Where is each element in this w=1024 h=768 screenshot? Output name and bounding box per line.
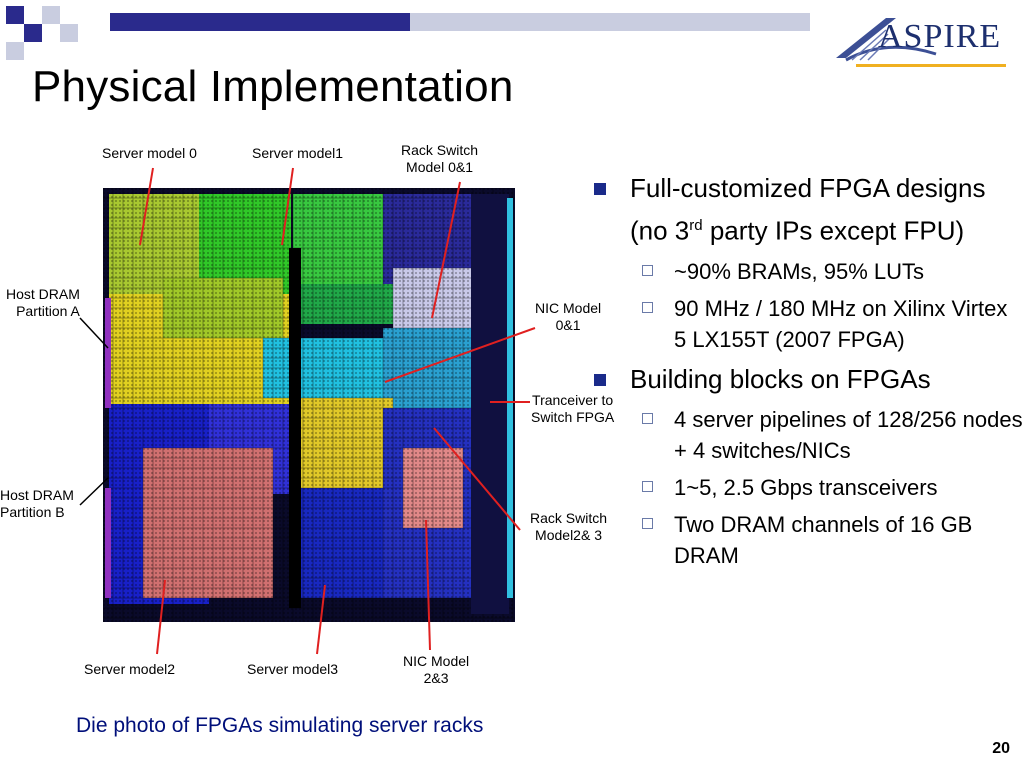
label-rack-switch-01-line1: Rack Switch — [401, 142, 479, 158]
label-nic-model-01-line1: NIC Model — [535, 300, 602, 316]
label-server-model-1: Server model1 — [252, 145, 344, 161]
sub-bullet-box-icon — [642, 412, 653, 424]
title-bar-decoration — [110, 13, 810, 31]
label-host-dram-b-line2: Partition B — [0, 504, 65, 520]
label-nic-model-23: NIC Model 2&3 — [403, 653, 469, 687]
sub-bullet-pipelines-text: 4 server pipelines of 128/256 nodes + 4 … — [674, 406, 1023, 463]
logo-text: ASPIRE — [878, 18, 1002, 55]
label-server-model-2: Server model2 — [84, 661, 176, 677]
corner-square-2 — [24, 24, 42, 42]
label-host-dram-a-line1: Host DRAM — [6, 286, 80, 302]
bullet-list: Full-customized FPGA designs (no 3rd par… — [594, 170, 1024, 577]
corner-square-3 — [42, 6, 60, 24]
sub-bullet-clock: 90 MHz / 180 MHz on Xilinx Virtex 5 LX15… — [594, 293, 1024, 355]
bullet-custom-fpga-text: Full-customized FPGA designs (no 3 — [630, 173, 986, 246]
label-nic-model-23-line1: NIC Model — [403, 653, 470, 669]
sub-bullet-brams-text: ~90% BRAMs, 95% LUTs — [674, 258, 925, 284]
sub-bullet-box-icon — [642, 301, 653, 313]
bullet-custom-fpga-sup: rd — [689, 217, 703, 234]
bullet-custom-fpga-tail: party IPs except FPU) — [702, 215, 965, 246]
label-transceiver-line2: Switch FPGA — [531, 409, 615, 425]
label-nic-model-01: NIC Model 0&1 — [535, 300, 601, 334]
label-nic-model-23-line2: 2&3 — [423, 670, 449, 686]
sub-bullet-clock-text: 90 MHz / 180 MHz on Xilinx Virtex 5 LX15… — [674, 295, 1008, 352]
fpga-die-photo — [103, 188, 515, 622]
corner-square-5 — [6, 42, 24, 60]
sub-bullet-box-icon — [642, 264, 653, 276]
sub-bullet-box-icon — [642, 517, 653, 529]
sub-bullet-dram-text: Two DRAM channels of 16 GB DRAM — [674, 511, 973, 568]
label-rack-switch-23-line1: Rack Switch — [530, 510, 608, 526]
page-number: 20 — [992, 740, 1010, 757]
label-host-dram-a-line2: Partition A — [16, 303, 80, 319]
label-transceiver-line1: Tranceiver to — [532, 392, 614, 408]
label-nic-model-01-line2: 0&1 — [555, 317, 581, 333]
die-photo-caption: Die photo of FPGAs simulating server rac… — [76, 714, 484, 737]
sub-bullet-box-icon — [642, 480, 653, 492]
aspire-logo — [836, 18, 1006, 67]
bullet-custom-fpga: Full-customized FPGA designs (no 3rd par… — [594, 170, 1024, 250]
sub-bullet-transceivers-text: 1~5, 2.5 Gbps transceivers — [674, 474, 938, 500]
label-rack-switch-01: Rack Switch Model 0&1 — [401, 142, 478, 176]
label-host-dram-a: Host DRAM Partition A — [6, 286, 80, 320]
label-rack-switch-23-line2: Model2& 3 — [535, 527, 602, 543]
label-server-model-0: Server model 0 — [102, 145, 197, 161]
bullet-building-blocks-text: Building blocks on FPGAs — [630, 363, 931, 394]
label-rack-switch-01-line2: Model 0&1 — [406, 159, 473, 175]
corner-square-4 — [60, 24, 78, 42]
label-transceiver: Tranceiver to Switch FPGA — [531, 392, 614, 426]
sub-bullet-transceivers: 1~5, 2.5 Gbps transceivers — [594, 472, 1024, 503]
label-server-model-3: Server model3 — [247, 661, 339, 677]
sub-bullet-brams: ~90% BRAMs, 95% LUTs — [594, 256, 1024, 287]
sub-bullet-pipelines: 4 server pipelines of 128/256 nodes + 4 … — [594, 404, 1024, 466]
sub-bullet-dram: Two DRAM channels of 16 GB DRAM — [594, 509, 1024, 571]
bullet-building-blocks: Building blocks on FPGAs — [594, 361, 1024, 398]
corner-square-1 — [6, 6, 24, 24]
label-host-dram-b-line1: Host DRAM — [0, 487, 74, 503]
label-host-dram-b: Host DRAM Partition B — [0, 487, 74, 521]
slide-title: Physical Implementation — [32, 62, 514, 111]
label-rack-switch-23: Rack Switch Model2& 3 — [530, 510, 607, 544]
